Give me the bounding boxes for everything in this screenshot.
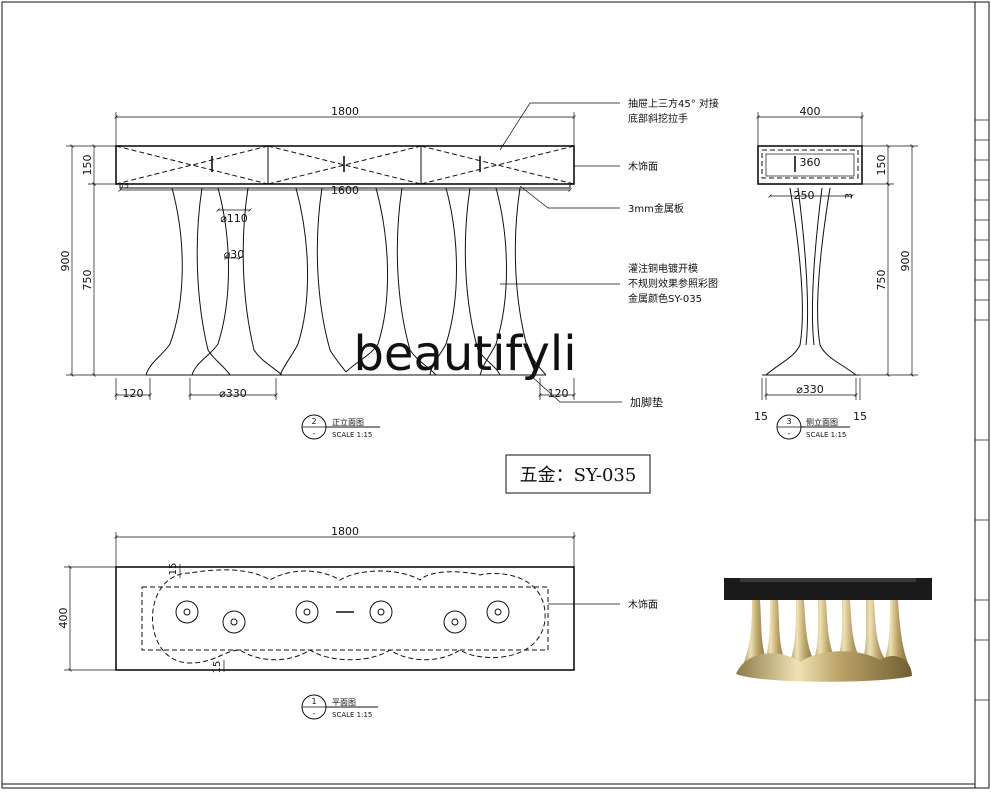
front-view-title-text: 正立面图 bbox=[332, 417, 364, 427]
svg-text:-: - bbox=[313, 429, 316, 438]
product-photo-legs bbox=[736, 600, 912, 682]
dim-plan-length: 1800 bbox=[331, 525, 359, 538]
dim-side-edge-right: 15 bbox=[853, 410, 867, 423]
svg-text:-: - bbox=[313, 709, 316, 718]
hardware-label-text: 五金：SY-035 bbox=[520, 465, 637, 486]
note-metal-plate: 3mm金属板 bbox=[628, 202, 684, 215]
dim-front-small-mark: 75 bbox=[120, 182, 129, 190]
front-leaders bbox=[499, 102, 622, 403]
side-view-title-text: 侧立面图 bbox=[806, 417, 838, 427]
dim-front-inner-length: 1600 bbox=[331, 184, 359, 197]
plan-note-wood: 木饰面 bbox=[628, 598, 658, 611]
dim-side-foot-dia: ⌀330 bbox=[796, 383, 824, 396]
note-casting-line3: 金属颜色SY-035 bbox=[628, 292, 702, 305]
plan-view-title-text: 平面图 bbox=[332, 698, 356, 707]
note-wood-surface: 木饰面 bbox=[628, 160, 658, 173]
plan-view-title: 1 - 平面图 SCALE 1:15 bbox=[301, 694, 378, 720]
dim-side-top-height: 150 bbox=[875, 155, 888, 176]
watermark-text: beautifyli bbox=[353, 326, 576, 382]
plan-dimension-lines bbox=[64, 532, 620, 672]
dim-side-inner-width: 360 bbox=[800, 156, 821, 169]
note-drawer-line1: 抽屉上三方45° 对接 bbox=[628, 97, 719, 110]
drawer-diagonals bbox=[115, 145, 575, 185]
front-dimension-lines bbox=[66, 112, 576, 400]
product-photo bbox=[724, 578, 932, 682]
front-view-title: 2 - 正立面图 SCALE 1:15 bbox=[301, 414, 380, 440]
note-foot-pad: 加脚垫 bbox=[630, 395, 663, 409]
note-casting-line1: 灌注铜电镀开模 bbox=[628, 262, 698, 275]
dim-leg-dia-mid: ⌀30 bbox=[224, 248, 245, 261]
dim-front-leg-height: 750 bbox=[81, 270, 94, 291]
side-view-title: 3 - 侧立面图 SCALE 1:15 bbox=[776, 414, 850, 440]
dim-side-leg-height: 750 bbox=[875, 270, 888, 291]
plan-view-scale: SCALE 1:15 bbox=[332, 711, 372, 719]
dim-plan-depth: 400 bbox=[57, 608, 70, 629]
note-drawer-line2: 底部斜挖拉手 bbox=[628, 112, 688, 125]
dim-side-total-height: 900 bbox=[899, 251, 912, 272]
title-block-marks bbox=[975, 119, 989, 701]
dim-front-total-height: 900 bbox=[59, 251, 72, 272]
dim-plan-offset-bottom: 15 bbox=[212, 661, 223, 674]
front-elevation: 1800 1600 75 ⌀110 ⌀30 120 ⌀330 120 900 1… bbox=[59, 97, 719, 440]
product-photo-top bbox=[724, 578, 932, 600]
side-view-scale: SCALE 1:15 bbox=[806, 431, 846, 439]
plan-base-outlines bbox=[152, 569, 546, 664]
side-view-number: 3 bbox=[786, 417, 791, 426]
dim-side-edge-left: 15 bbox=[754, 410, 768, 423]
dim-side-width: 400 bbox=[800, 105, 821, 118]
front-view-number: 2 bbox=[311, 417, 316, 426]
dim-side-base-width: 250 bbox=[794, 189, 815, 202]
front-legs bbox=[145, 187, 547, 376]
plan-outline bbox=[115, 566, 575, 671]
side-legs bbox=[765, 187, 857, 376]
dim-side-gap: 3 bbox=[844, 193, 855, 199]
metal-plate bbox=[119, 183, 571, 189]
plan-view: 1800 400 15 15 木饰面 1 - 平面图 SCALE 1:15 bbox=[57, 525, 658, 720]
svg-text:-: - bbox=[788, 429, 791, 438]
dim-front-top-height: 150 bbox=[81, 155, 94, 176]
plan-view-number: 1 bbox=[311, 697, 316, 706]
dim-edge-left: 120 bbox=[123, 387, 144, 400]
drawer-handles bbox=[211, 156, 481, 172]
dim-leg-dia-top: ⌀110 bbox=[220, 212, 248, 225]
dim-front-length: 1800 bbox=[331, 105, 359, 118]
side-elevation: 400 360 250 3 ⌀330 15 15 150 750 900 3 -… bbox=[754, 105, 918, 440]
side-dimension-lines bbox=[756, 112, 918, 400]
front-tabletop bbox=[115, 145, 575, 185]
note-casting-line2: 不规则效果参照彩图 bbox=[628, 277, 718, 290]
dim-foot-dia: ⌀330 bbox=[219, 387, 247, 400]
plan-leg-circles bbox=[175, 600, 510, 634]
front-view-scale: SCALE 1:15 bbox=[332, 431, 372, 439]
dim-plan-offset-top: 15 bbox=[168, 563, 179, 576]
hardware-label: 五金：SY-035 bbox=[505, 454, 651, 494]
dim-edge-right: 120 bbox=[548, 387, 569, 400]
